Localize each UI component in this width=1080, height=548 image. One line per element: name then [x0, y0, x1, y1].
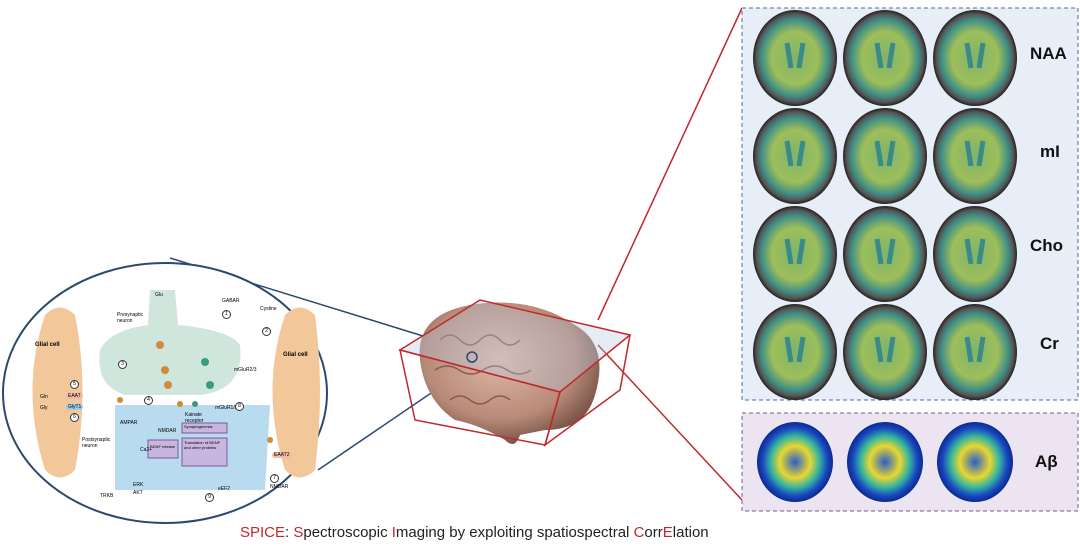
glyt1-label: GlyT1 — [66, 404, 84, 410]
glu-label: Glu — [155, 292, 163, 298]
pet-row — [757, 422, 1013, 502]
synapse-diagram — [2, 262, 328, 524]
eaat-label: EAAT — [66, 393, 83, 399]
caption: SPICE: Spectroscopic Imaging by exploiti… — [240, 524, 709, 541]
metabolite-label-cho: Cho — [1030, 236, 1064, 255]
step-number: 1 — [222, 310, 231, 319]
ventricle — [874, 42, 896, 69]
step-number: 6 — [70, 413, 79, 422]
ventricle — [784, 140, 806, 167]
mri-scan — [933, 304, 1017, 400]
mri-scan — [843, 206, 927, 302]
step-number: 9 — [205, 493, 214, 502]
metabolite-label-mi: mI — [1040, 142, 1060, 161]
red-line-top — [597, 7, 743, 321]
step-number: 5 — [70, 380, 79, 389]
eef2-label: eEF2 — [218, 486, 230, 492]
ventricle — [874, 336, 896, 363]
trkb-label: TRKB — [100, 493, 114, 499]
ventricle — [784, 336, 806, 363]
mri-scan — [843, 10, 927, 106]
mglur15-label: mGluR1/5 — [215, 405, 238, 411]
akt-label: AKT — [133, 490, 143, 496]
mri-scan — [753, 108, 837, 204]
caption-part: E — [662, 524, 673, 541]
ventricle — [964, 42, 986, 69]
mri-scan — [933, 10, 1017, 106]
mri-scan — [843, 304, 927, 400]
ventricle — [874, 140, 896, 167]
step-number: 2 — [262, 327, 271, 336]
cystine-label: Cystine — [260, 306, 277, 312]
glial-cell-left-label: Glial cell — [35, 342, 60, 348]
ventricle — [784, 42, 806, 69]
caption-part: maging by exploiting spatiospectral — [395, 524, 634, 541]
metabolite-label-cr: Cr — [1040, 334, 1059, 353]
mri-scan — [933, 206, 1017, 302]
amyloid-pet-scan — [847, 422, 923, 502]
red-line-bottom — [597, 344, 743, 501]
ventricle — [874, 238, 896, 265]
mri-scan — [933, 108, 1017, 204]
bdnf-release-label: BDNF release — [150, 444, 176, 449]
nmdar-label: NMDAR — [158, 428, 177, 434]
caption-part: I — [391, 524, 396, 541]
caption-part: orr — [644, 524, 663, 541]
metabolite-label-naa: NAA — [1030, 44, 1067, 63]
gln-label: Gln — [40, 394, 48, 400]
mri-grid — [753, 10, 1017, 400]
brain-illustration — [398, 299, 632, 447]
step-number: 8 — [235, 402, 244, 411]
mri-scan — [753, 206, 837, 302]
eaat2-label: EAAT2 — [272, 452, 292, 458]
ventricle — [964, 140, 986, 167]
ventricle — [784, 238, 806, 265]
gabar-label: GABAR — [222, 298, 240, 304]
ventricle — [964, 336, 986, 363]
postsynaptic-label: Postsynaptic neuron — [82, 437, 111, 449]
synaptogenesis-label: Synaptogenesis — [184, 424, 213, 429]
caption-part: C — [633, 524, 645, 541]
caption-part: SPICE — [240, 524, 286, 541]
step-number: 4 — [144, 396, 153, 405]
ampar-label: AMPAR — [120, 420, 138, 426]
step-number: 7 — [270, 474, 279, 483]
presynaptic-label: Presynaptic neuron — [117, 312, 144, 324]
step-number: 3 — [118, 360, 127, 369]
mglur23-label: mGluR2/3 — [234, 367, 257, 373]
caption-part: : — [285, 524, 294, 541]
caption-part: lation — [672, 524, 709, 541]
glial-cell-right-label: Glial cell — [283, 352, 308, 358]
amyloid-pet-scan — [937, 422, 1013, 502]
erk-label: ERK — [133, 482, 144, 488]
amyloid-label: Aβ — [1035, 452, 1058, 471]
caption-part: S — [293, 524, 304, 541]
translation-label: Translation of BDNF and other proteins — [184, 440, 221, 450]
calcium-label: Ca2+ — [140, 447, 153, 453]
gly-label: Gly — [40, 405, 48, 411]
mri-scan — [753, 304, 837, 400]
mri-scan — [843, 108, 927, 204]
caption-part: pectroscopic — [303, 524, 392, 541]
nmdar2-label: NMDAR — [270, 484, 289, 490]
mri-scan — [753, 10, 837, 106]
ventricle — [964, 238, 986, 265]
kainate-label: Kainate receptor — [185, 412, 204, 424]
amyloid-pet-scan — [757, 422, 833, 502]
